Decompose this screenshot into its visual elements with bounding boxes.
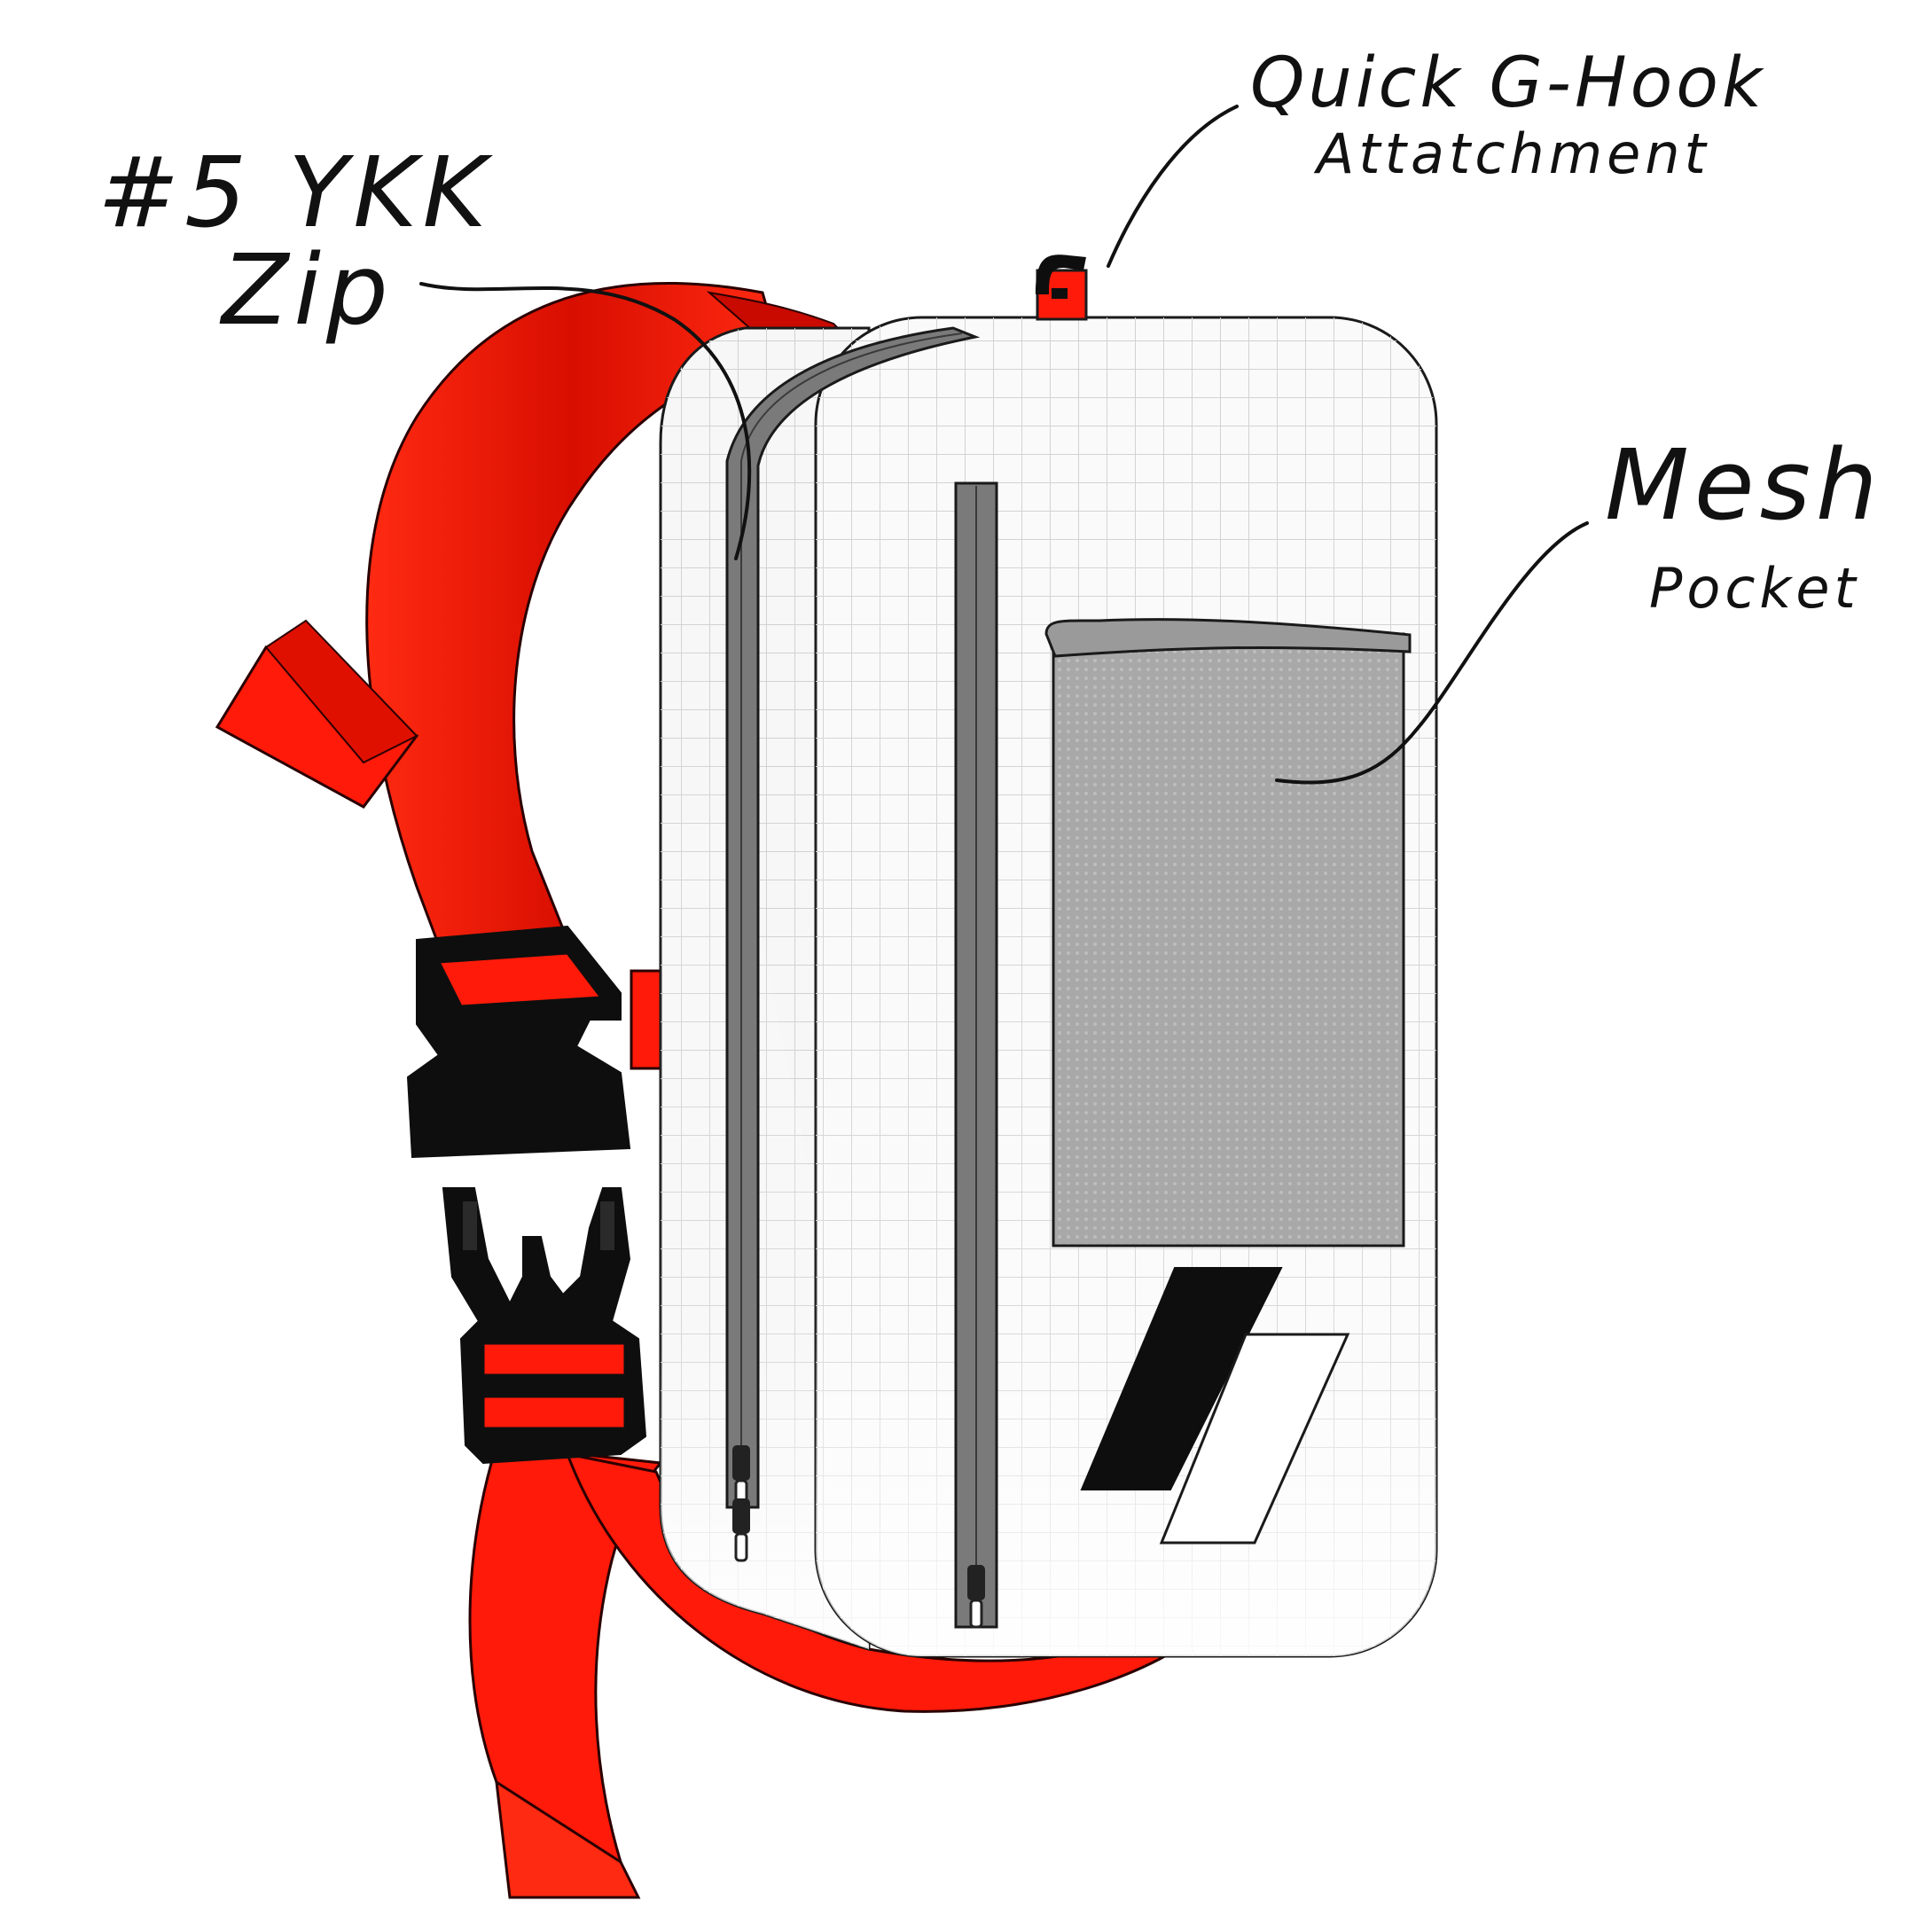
side-zipper-pull-icon	[732, 1445, 750, 1560]
annotation-hook: Quick G-Hook Attatchment	[1250, 43, 1765, 186]
g-hook-icon	[1036, 254, 1086, 319]
buckle-female-icon	[408, 927, 630, 1157]
zip-annotation-line1: #5 YKK	[98, 136, 493, 249]
hook-leader-line	[1108, 106, 1237, 266]
annotation-mesh: Mesh Pocket	[1605, 428, 1883, 621]
front-zipper-pull-icon	[967, 1565, 985, 1627]
hook-annotation-line2: Attatchment	[1313, 121, 1710, 186]
annotation-zip: #5 YKK Zip	[98, 136, 493, 347]
hook-annotation-line1: Quick G-Hook	[1250, 43, 1765, 123]
mesh-annotation-line2: Pocket	[1649, 556, 1860, 621]
front-zipper	[956, 483, 997, 1627]
mesh-annotation-line1: Mesh	[1605, 428, 1883, 542]
mesh-pocket	[1046, 620, 1410, 1246]
zip-annotation-line2: Zip	[219, 233, 394, 347]
buckle-male-icon	[443, 1188, 645, 1463]
